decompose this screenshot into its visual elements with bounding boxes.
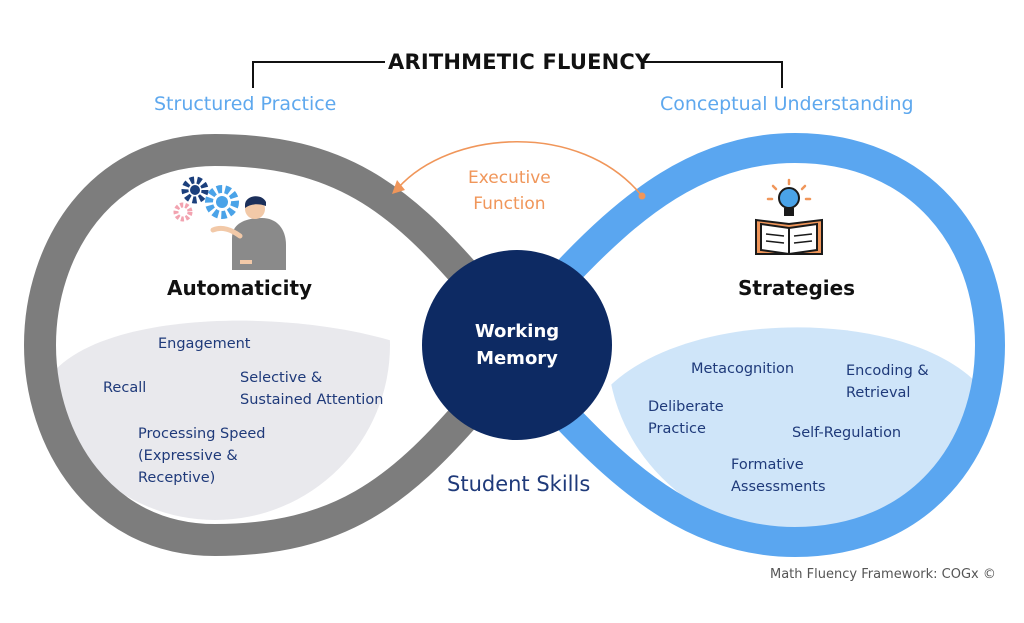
skill-attention: Selective & Sustained Attention xyxy=(240,370,384,408)
skill-deliberate-practice: Deliberate Practice xyxy=(648,399,724,437)
automaticity-heading: Automaticity xyxy=(167,276,313,300)
person-icon xyxy=(210,196,286,270)
skill-engagement: Engagement xyxy=(158,336,251,352)
executive-function-label: Executive Function xyxy=(468,168,551,214)
skill-recall: Recall xyxy=(103,380,147,396)
lightbulb-icon xyxy=(766,178,812,216)
diagram-title: ARITHMETIC FLUENCY xyxy=(388,50,651,74)
structured-practice-label: Structured Practice xyxy=(154,93,337,115)
gears-icon xyxy=(173,176,239,222)
student-skills-label: Student Skills xyxy=(447,472,591,496)
skill-self-regulation: Self-Regulation xyxy=(792,425,902,441)
arrow-head-icon xyxy=(392,180,405,194)
conceptual-understanding-loop xyxy=(545,132,1006,558)
open-book-icon xyxy=(755,218,823,256)
strategies-heading: Strategies xyxy=(738,276,856,300)
working-memory-circle xyxy=(422,250,612,440)
title-bracket xyxy=(252,61,783,88)
working-memory-label: Working Memory xyxy=(474,321,560,369)
skill-metacognition: Metacognition xyxy=(691,361,795,377)
skill-encoding-retrieval: Encoding & Retrieval xyxy=(846,363,929,401)
conceptual-understanding-label: Conceptual Understanding xyxy=(660,93,914,115)
executive-function-arrow xyxy=(397,140,643,197)
skill-processing-speed: Processing Speed (Expressive & Receptive… xyxy=(138,426,266,486)
framework-credit: Math Fluency Framework: COGx © xyxy=(770,567,996,582)
skill-formative-assessments: Formative Assessments xyxy=(731,457,826,495)
arrow-start-dot xyxy=(638,192,646,200)
structured-practice-loop xyxy=(23,134,486,557)
